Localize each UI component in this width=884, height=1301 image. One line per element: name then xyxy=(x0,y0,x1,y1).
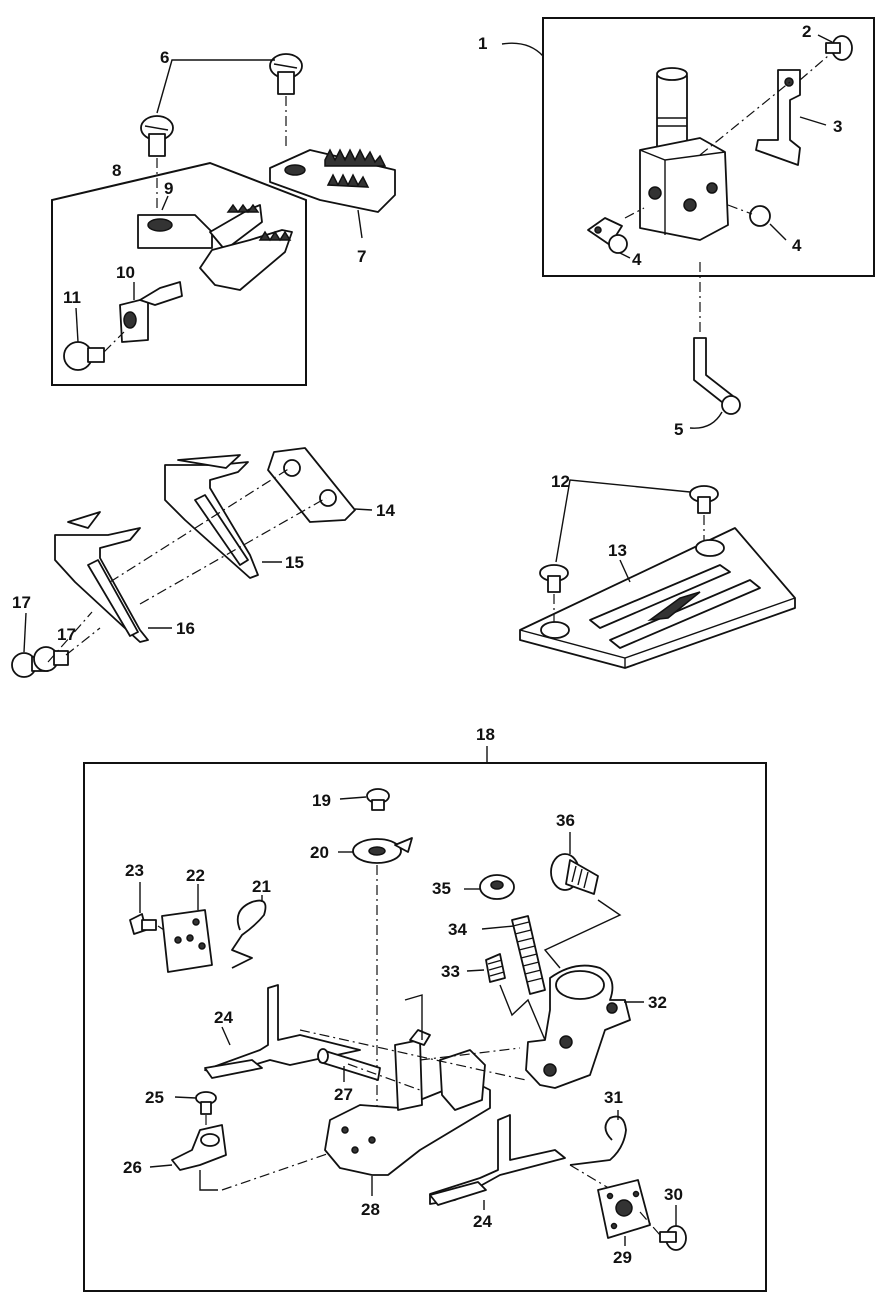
guide-group xyxy=(11,447,373,678)
label-4-right: 4 xyxy=(792,236,802,255)
nut-part-35 xyxy=(479,874,515,900)
set-screw-part-4-right xyxy=(749,205,771,227)
label-21: 21 xyxy=(252,877,271,896)
label-29: 29 xyxy=(613,1248,632,1267)
label-27: 27 xyxy=(334,1085,353,1104)
spring-part-21 xyxy=(231,899,267,969)
label-4-left: 4 xyxy=(632,250,642,269)
label-28: 28 xyxy=(361,1200,380,1219)
screw-part-17-lower xyxy=(33,646,69,672)
label-6: 6 xyxy=(160,48,169,67)
label-2: 2 xyxy=(802,22,811,41)
screw-part-23 xyxy=(129,913,157,935)
plate-part-22 xyxy=(161,909,213,973)
label-15: 15 xyxy=(285,553,304,572)
label-19: 19 xyxy=(312,791,331,810)
needle-bar-top xyxy=(656,67,688,81)
screw-part-11 xyxy=(63,341,105,371)
needle-bar-assembly-group xyxy=(501,17,875,277)
bolt-part-36 xyxy=(550,853,599,895)
presser-bar-guide-part-32 xyxy=(525,964,631,1089)
label-12: 12 xyxy=(551,472,570,491)
spring-part-34 xyxy=(511,915,546,995)
thread-guide-part-3 xyxy=(755,69,801,166)
label-20: 20 xyxy=(310,843,329,862)
screw-part-12-left xyxy=(539,564,569,593)
washer-part-20 xyxy=(352,837,413,864)
needle-clamp-body xyxy=(639,137,729,241)
set-screw-part-33 xyxy=(485,953,506,983)
screw-part-6-left xyxy=(140,115,174,157)
label-36: 36 xyxy=(556,811,575,830)
needle-plate-group xyxy=(519,479,796,669)
label-22: 22 xyxy=(186,866,205,885)
screw-part-2 xyxy=(825,35,853,61)
spring-part-31 xyxy=(569,1115,627,1166)
label-33: 33 xyxy=(441,962,460,981)
screw-part-6-right xyxy=(269,53,303,95)
label-3: 3 xyxy=(833,117,842,136)
screw-part-12-right xyxy=(689,485,719,514)
label-24-upper: 24 xyxy=(214,1008,233,1027)
feed-dog-group xyxy=(51,53,396,386)
screw-part-19 xyxy=(366,788,390,811)
label-34: 34 xyxy=(448,920,467,939)
label-17-lower: 17 xyxy=(57,625,76,644)
label-31: 31 xyxy=(604,1088,623,1107)
label-1: 1 xyxy=(478,34,487,53)
label-30: 30 xyxy=(664,1185,683,1204)
feed-dog-box xyxy=(51,161,307,386)
label-23: 23 xyxy=(125,861,144,880)
label-24-lower: 24 xyxy=(473,1212,492,1231)
label-10: 10 xyxy=(116,263,135,282)
label-35: 35 xyxy=(432,879,451,898)
presser-foot-group xyxy=(83,746,767,1292)
part-number-labels: 1 2 3 4 4 5 6 7 8 9 10 11 12 13 14 15 16… xyxy=(12,22,842,1267)
label-7: 7 xyxy=(357,247,366,266)
screw-part-25 xyxy=(195,1091,217,1115)
label-26: 26 xyxy=(123,1158,142,1177)
needle-eye-part-5 xyxy=(721,395,741,415)
label-32: 32 xyxy=(648,993,667,1012)
label-16: 16 xyxy=(176,619,195,638)
label-25: 25 xyxy=(145,1088,164,1107)
plate-part-14 xyxy=(267,447,356,523)
label-14: 14 xyxy=(376,501,395,520)
label-13: 13 xyxy=(608,541,627,560)
label-8: 8 xyxy=(112,161,121,180)
label-9: 9 xyxy=(164,179,173,198)
guide-part-26 xyxy=(171,1124,227,1171)
screw-part-30 xyxy=(659,1225,687,1251)
presser-foot-box xyxy=(83,762,767,1292)
set-screw-part-4-left xyxy=(587,217,628,254)
feed-dog-part-9 xyxy=(137,214,213,249)
label-17-upper: 17 xyxy=(12,593,31,612)
label-5: 5 xyxy=(674,420,683,439)
label-11: 11 xyxy=(63,288,81,307)
needle-bar-assembly-box xyxy=(542,17,875,277)
label-18: 18 xyxy=(476,725,495,744)
